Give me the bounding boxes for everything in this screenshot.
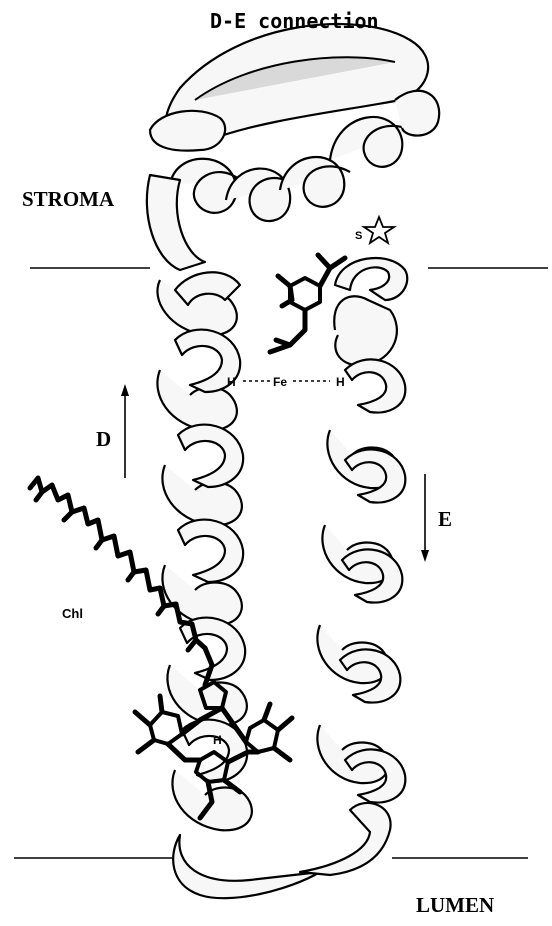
histidine-chl-label: H <box>213 733 222 747</box>
star-icon <box>364 217 394 243</box>
histidine-d-label: H <box>227 375 236 389</box>
helix-e <box>300 258 407 875</box>
quinone-structure <box>270 255 345 352</box>
histidine-e-label: H <box>336 375 345 389</box>
helix-d-arrow <box>121 384 129 478</box>
helix-d-turns <box>157 272 320 898</box>
diagram-title: D-E connection <box>210 9 379 33</box>
helix-e-arrow <box>421 474 429 562</box>
iron-label: Fe <box>273 375 287 389</box>
helix-e-turns <box>300 258 407 875</box>
chl-label: Chl <box>62 606 83 621</box>
sulfur-label: S <box>355 230 362 242</box>
lumen-label: LUMEN <box>416 893 494 917</box>
helix-d-label: D <box>96 427 111 451</box>
helix-e-label: E <box>438 507 452 531</box>
stroma-label: STROMA <box>22 187 115 211</box>
